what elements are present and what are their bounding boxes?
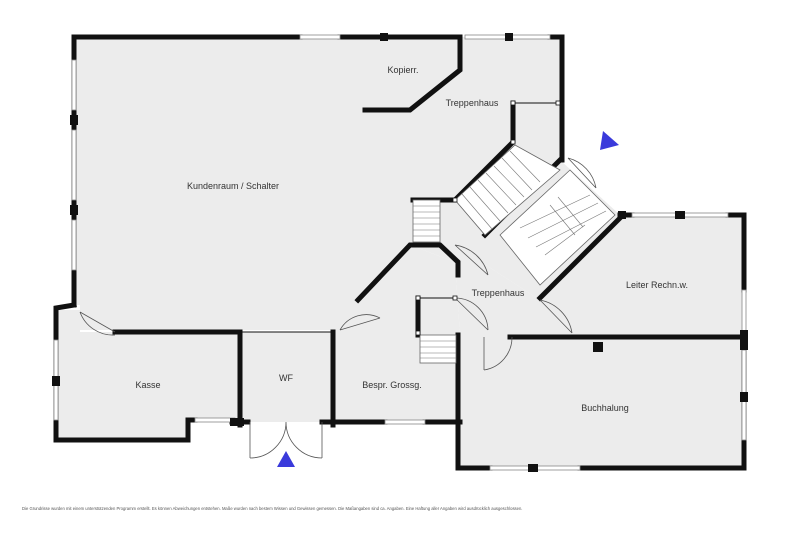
stair-second [499,169,616,286]
stairs [412,144,616,364]
window-kasse-bottom [194,417,236,423]
wall-bespr-diag [354,242,461,304]
wall-stair-diag-lower [536,214,624,302]
room-label-bespr: Bespr. Grossg. [362,380,422,390]
floor-kasse [56,310,240,440]
stair-small-top [412,199,441,243]
stair-main [454,144,561,236]
window-top-1 [299,34,341,40]
door-treppe-mid [454,297,489,331]
door-entrance-bottom [249,421,323,459]
wall-left-lower [53,302,198,443]
floor-treppenhaus-top [413,37,560,245]
window-bespr-bottom [384,419,426,425]
stair-small-bottom [419,334,457,364]
window-left-1 [71,59,77,111]
window-leiter-right [741,289,747,336]
door-bespr [339,314,381,331]
floor-kundenraum [74,37,560,330]
floor-leiter [540,215,744,335]
wall-nodes [415,100,561,336]
disclaimer-text: Die Grundrisse wurden mit einem unterstü… [22,506,522,511]
room-label-kundenraum: Kundenraum / Schalter [187,181,279,191]
door-treppe-top [454,244,489,276]
walls [53,34,747,471]
entrance-marker-icon-bottom [277,451,295,467]
door-buch [483,336,513,371]
wall-bespr-right [455,332,493,471]
door-kasse [79,311,116,336]
wall-kopierr [362,37,463,113]
door-entrance-right [567,157,597,189]
window-left-3 [71,219,77,271]
entrance-marker-icon-right [600,131,619,150]
floor-wf [240,332,333,422]
room-label-kopierr: Kopierr. [387,65,418,75]
room-label-treppenhaus-mid: Treppenhaus [472,288,525,298]
doors [79,157,597,459]
pillars [52,33,748,472]
room-label-leiter: Leiter Rechn.w. [626,280,688,290]
door-leiter [539,299,573,334]
floor-treppenhaus-mid [410,245,540,335]
window-left-2 [71,129,77,201]
wall-leiter-right [725,212,747,293]
room-label-kasse: Kasse [135,380,160,390]
room-label-wf: WF [279,373,293,383]
wall-outer-top [71,34,303,308]
floor-areas [56,37,744,468]
room-label-treppenhaus-top: Treppenhaus [446,98,499,108]
room-label-buchhaltung: Buchhalung [581,403,629,413]
floor-buchhaltung [460,335,744,468]
